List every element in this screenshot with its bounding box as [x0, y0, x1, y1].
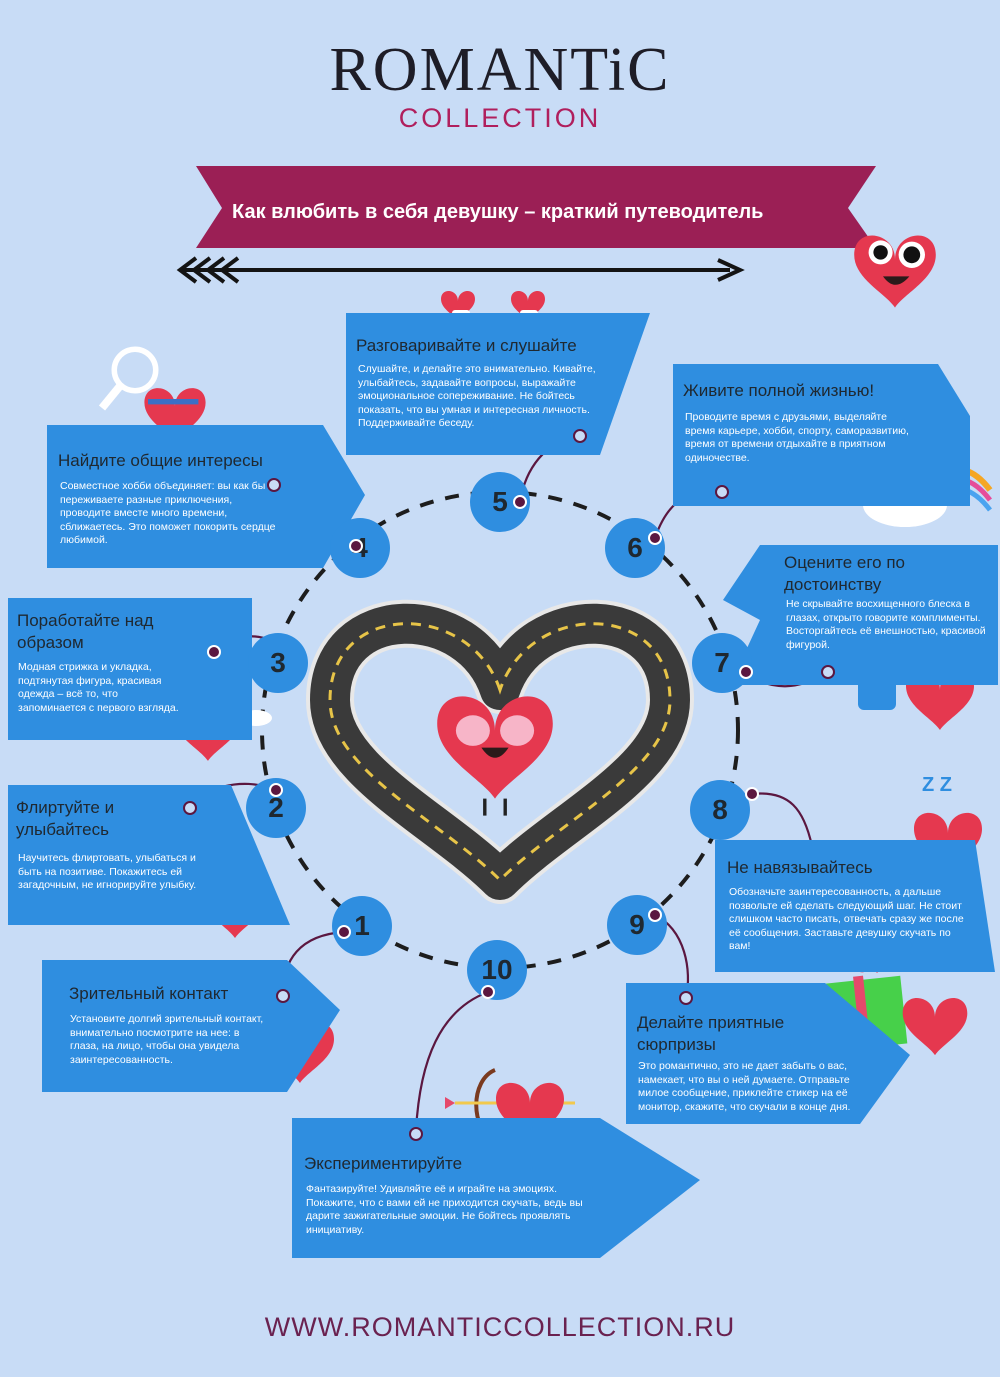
step-4-text: Совместное хобби объединяет: вы как бы п…: [60, 480, 276, 546]
step-8-number: 8: [690, 780, 750, 840]
connector-dot: [739, 665, 753, 679]
card-shapes: [8, 313, 998, 1258]
step-9-number: 9: [607, 895, 667, 955]
step-2-number: 2: [246, 778, 306, 838]
connector-ring: [276, 989, 290, 1003]
step-2-title: Флиртуйте и улыбайтесь: [16, 798, 115, 839]
step-3-text: Модная стрижка и укладка, подтянутая фиг…: [18, 661, 179, 714]
brand-logo: ROMANTiC: [329, 36, 671, 104]
connector-dot: [745, 787, 759, 801]
step-10-text: Фантазируйте! Удивляйте её и играйте на …: [306, 1183, 583, 1236]
page-title: Как влюбить в себя девушку – краткий пут…: [232, 201, 764, 223]
step-8-text: Обозначьте заинтересованность, а дальше …: [729, 886, 964, 952]
connector-ring: [267, 478, 281, 492]
connector-ring: [409, 1127, 423, 1141]
step-8-title: Не навязывайтесь: [727, 858, 873, 877]
sleep-label: Z Z: [922, 774, 952, 796]
brand-subtitle: COLLECTION: [398, 103, 602, 133]
arrow-icon: [176, 256, 745, 284]
step-6-title: Живите полной жизнью!: [683, 381, 875, 400]
road-heart-icon: [306, 599, 694, 904]
connector-dot: [207, 645, 221, 659]
connector-ring: [573, 429, 587, 443]
footer-url[interactable]: WWW.ROMANTICCOLLECTION.RU: [264, 1312, 736, 1342]
step-1-text: Установите долгий зрительный контакт, вн…: [70, 1013, 264, 1066]
step-4-title: Найдите общие интересы: [58, 451, 263, 470]
step-1-title: Зрительный контакт: [69, 984, 229, 1003]
step-7-number: 7: [692, 633, 752, 693]
magnifier-icon: [98, 346, 159, 411]
step-5-text: Слушайте, и делайте это внимательно. Кив…: [358, 363, 596, 429]
banner-ribbon: [196, 166, 876, 248]
heart-mascot-icon: [902, 997, 968, 1056]
step-6-number: 6: [605, 518, 665, 578]
step-2-text: Научитесь флиртовать, улыбаться и быть н…: [18, 852, 197, 891]
connector-dot: [269, 783, 283, 797]
heart-mascot-icon: [144, 388, 206, 443]
step-9-text: Это романтично, это не дает забыть о вас…: [638, 1060, 851, 1113]
step-7-title: Оцените его по достоинству: [784, 553, 906, 594]
step-10-number: 10: [467, 940, 527, 1000]
connector-dot: [513, 495, 527, 509]
connector-dot: [648, 531, 662, 545]
connector-ring: [821, 665, 835, 679]
heart-mascot-icon: [437, 696, 553, 816]
connector-dot: [648, 908, 662, 922]
step-6-text: Проводите время с друзьями, выделяйте вр…: [685, 411, 909, 464]
heart-mascot-icon: [854, 235, 936, 308]
step-3-title: Поработайте над образом: [17, 611, 154, 652]
step-5-title: Разговаривайте и слушайте: [356, 336, 577, 355]
step-10-title: Экспериментируйте: [304, 1154, 463, 1173]
connector-dot: [481, 985, 495, 999]
connector-ring: [715, 485, 729, 499]
connector-ring: [183, 801, 197, 815]
connector-dot: [349, 539, 363, 553]
step-3-number: 3: [248, 633, 308, 693]
step-9-title: Делайте приятные сюрпризы: [637, 1013, 785, 1054]
connector-ring: [679, 991, 693, 1005]
step-7-text: Не скрывайте восхищенного блеска в глаза…: [786, 598, 986, 651]
connector-dot: [337, 925, 351, 939]
